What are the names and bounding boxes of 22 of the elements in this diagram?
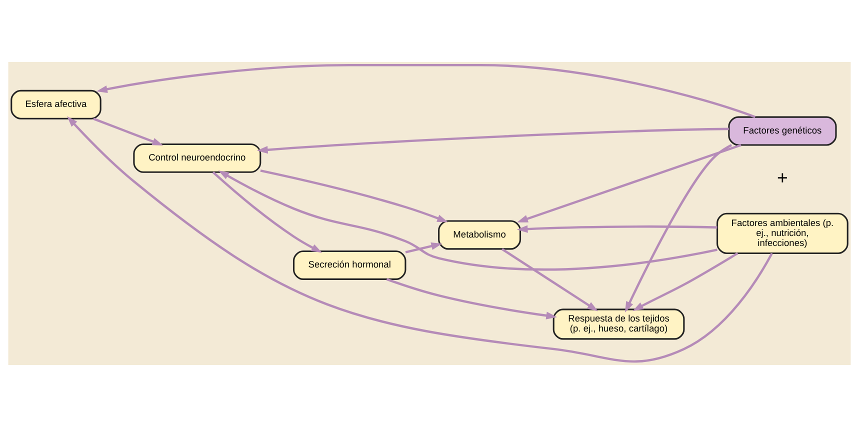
arrow xyxy=(516,224,718,232)
node-box: Factores ambientales (p. ej., nutrición, infecciones) xyxy=(716,212,848,254)
arrow xyxy=(218,170,718,270)
arrow xyxy=(624,144,732,312)
arrow xyxy=(386,278,558,319)
node-box: Metabolismo xyxy=(438,220,522,250)
arrow xyxy=(67,116,773,362)
node-box: Control neuroendocrino xyxy=(133,142,262,172)
arrow xyxy=(517,143,742,222)
arrow xyxy=(260,169,448,222)
label: + xyxy=(777,166,788,188)
arrow xyxy=(502,248,598,311)
arrow xyxy=(96,63,756,118)
arrow xyxy=(256,127,729,154)
arrow xyxy=(93,117,164,145)
arrow xyxy=(212,170,322,252)
node-box: Respuesta de los tejidos (p. ej., hueso, cartílago) xyxy=(552,308,685,340)
arrow xyxy=(405,242,442,253)
node-box: Esfera afectiva xyxy=(10,89,102,119)
node-box: Factores genéticos xyxy=(728,116,837,146)
node-box: Secreción hormonal xyxy=(292,250,406,280)
arrow xyxy=(632,252,738,311)
